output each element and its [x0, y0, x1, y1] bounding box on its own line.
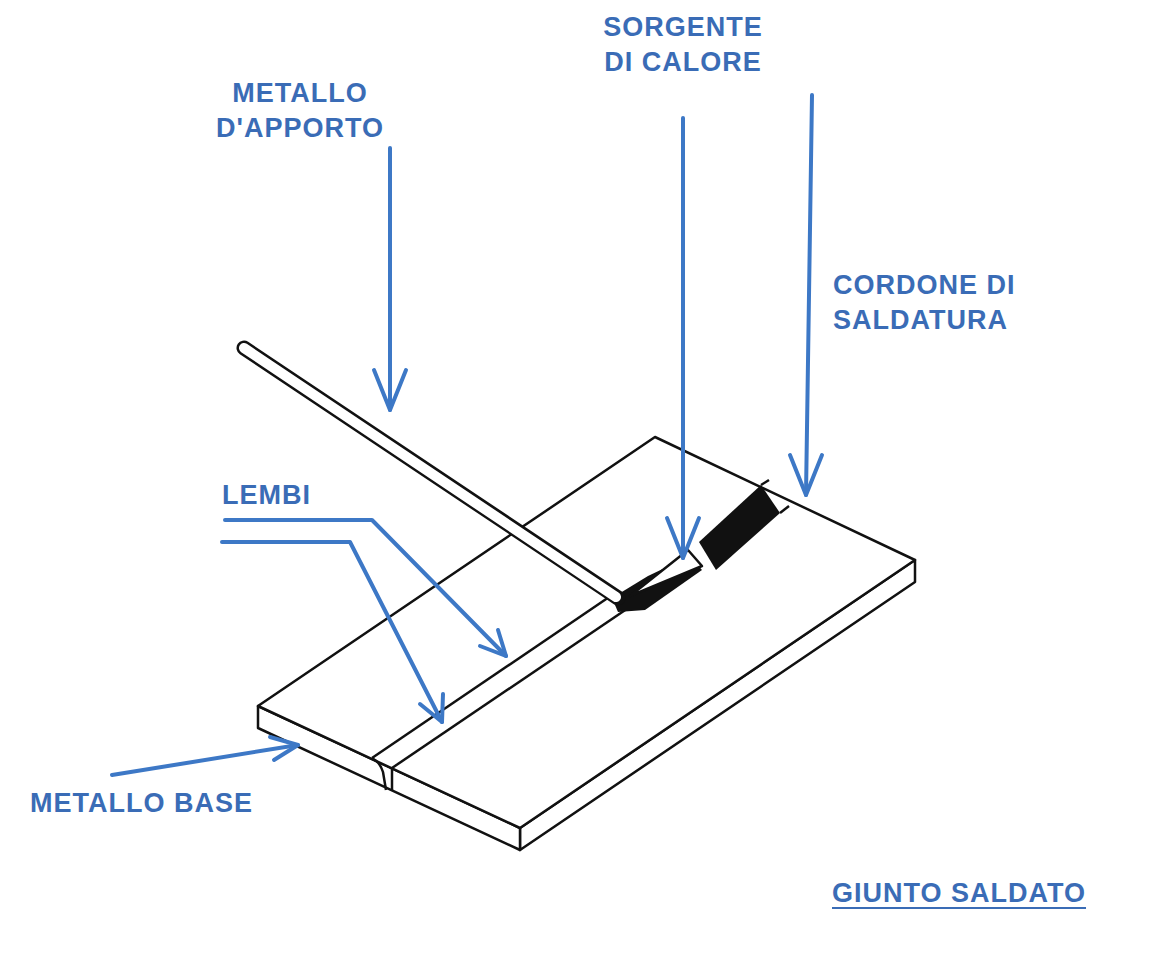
weld-bead	[699, 485, 780, 570]
filler-metal-label: METALLO D'APPORTO	[200, 76, 400, 146]
base-plate	[258, 437, 915, 850]
joint-edges	[372, 480, 789, 790]
heat-source-label: SORGENTE DI CALORE	[593, 10, 773, 80]
weld-bead-label: CORDONE DI SALDATURA	[833, 268, 1038, 338]
caption: GIUNTO SALDATO	[832, 876, 1086, 911]
heat-source	[630, 550, 702, 596]
filler-rod	[244, 348, 618, 598]
base-metal-label: METALLO BASE	[30, 786, 253, 821]
edges-label: LEMBI	[222, 478, 311, 513]
leader-arrows	[112, 95, 822, 775]
